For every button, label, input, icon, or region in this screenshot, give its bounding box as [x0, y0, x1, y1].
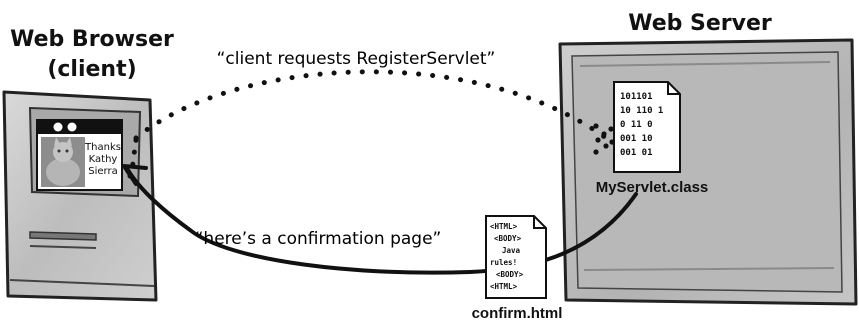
- class-file-line-5: 001 01: [620, 148, 653, 158]
- html-line-6: <HTML>: [490, 282, 518, 291]
- confirm-html-label: confirm.html: [472, 305, 563, 322]
- class-file-line-1: 101101: [620, 92, 653, 102]
- html-line-1: <HTML>: [490, 222, 518, 231]
- response-arrowhead: [122, 164, 148, 186]
- request-dotted-tail: [127, 137, 139, 179]
- class-file-label: MyServlet.class: [596, 179, 709, 196]
- html-line-2: <BODY>: [494, 234, 522, 243]
- request-dotted-arc: [133, 69, 609, 141]
- browser-title-line-1: Web Browser: [10, 27, 174, 52]
- request-label: “client requests RegisterServlet”: [217, 49, 496, 69]
- browser-title-line-2: (client): [47, 57, 136, 82]
- cat-photo: [41, 137, 85, 187]
- class-file-line-2: 10 110 1: [620, 106, 663, 116]
- html-line-5: <BODY>: [496, 270, 524, 279]
- response-curve: [126, 168, 638, 275]
- screen-text-line-1: Thanks: [84, 142, 121, 153]
- confirm-html-file: <HTML> <BODY> Java rules! <BODY> <HTML>: [485, 215, 547, 299]
- html-line-4: rules!: [490, 258, 517, 267]
- screen-text-line-2: Kathy: [89, 154, 118, 165]
- web-browser-computer: Thanks Kathy Sierra: [2, 90, 158, 302]
- request-arrowhead-dots: [593, 123, 615, 155]
- screen-text-line-3: Sierra: [88, 166, 117, 177]
- web-server-machine: [558, 38, 858, 306]
- browser-window: Thanks Kathy Sierra: [36, 119, 123, 191]
- class-file-line-3: 0 11 0: [620, 120, 653, 130]
- class-file-line-4: 001 10: [620, 134, 653, 144]
- server-title: Web Server: [628, 11, 772, 36]
- response-label: “here’s a confirmation page”: [195, 229, 442, 249]
- servlet-class-file: 101101 10 110 1 0 11 0 001 10 001 01: [613, 81, 681, 173]
- html-line-3: Java: [502, 246, 521, 255]
